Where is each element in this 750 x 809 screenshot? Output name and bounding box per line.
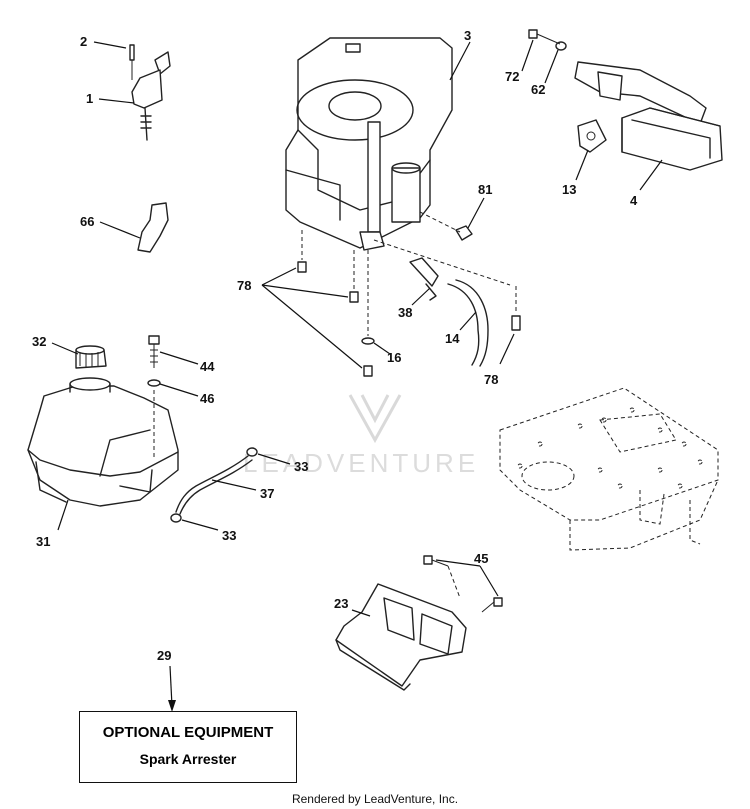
muffler-part — [574, 61, 723, 171]
callout-78a: 78 — [237, 278, 251, 293]
leader-66 — [99, 221, 141, 239]
heat-shield-part — [335, 583, 467, 691]
watermark-text: LEADVENTURE — [243, 448, 479, 478]
optional-equipment-box: OPTIONAL EQUIPMENT Spark Arrester — [79, 711, 297, 783]
washer-62-part — [555, 41, 567, 51]
leader-78a-2 — [261, 284, 349, 298]
tank-screw-part — [148, 335, 160, 460]
leader-4 — [639, 159, 663, 191]
leader-38 — [411, 287, 431, 306]
engine-part — [285, 37, 453, 251]
callout-4: 4 — [630, 193, 638, 208]
leader-45-1 — [435, 559, 481, 567]
leader-29 — [169, 665, 173, 707]
callout-23: 23 — [334, 596, 348, 611]
leader-1 — [98, 98, 135, 104]
callout-14: 14 — [445, 331, 460, 346]
leader-81 — [467, 197, 485, 229]
fuel-line-part — [175, 455, 253, 515]
callout-72: 72 — [505, 69, 519, 84]
leader-16 — [373, 342, 391, 355]
leader-78b — [499, 333, 515, 365]
leader-23 — [351, 609, 371, 617]
gasket-part — [577, 119, 607, 153]
callout-66: 66 — [80, 214, 94, 229]
arrow-29-icon — [168, 700, 176, 712]
watermark-logo — [348, 394, 402, 444]
nut-81-part — [419, 211, 473, 241]
render-credit: Rendered by LeadVenture, Inc. — [291, 792, 459, 806]
shield-screw-part — [423, 555, 503, 613]
callout-1: 1 — [86, 91, 93, 106]
callout-31: 31 — [36, 534, 50, 549]
callout-38: 38 — [398, 305, 412, 320]
leader-33a — [257, 453, 291, 465]
leader-13 — [575, 149, 589, 181]
frame-reference — [499, 387, 719, 551]
leader-78a-3 — [261, 284, 363, 369]
bolt-72-part — [528, 29, 561, 45]
bolt-78-part — [297, 230, 521, 377]
hose-clamp-part — [170, 447, 258, 523]
leader-14 — [459, 311, 477, 331]
fuel-cap-part — [75, 345, 107, 369]
leader-46 — [159, 383, 199, 397]
callout-29: 29 — [157, 648, 171, 663]
callout-44: 44 — [200, 359, 215, 374]
leader-32 — [51, 342, 79, 355]
leader-72 — [521, 39, 534, 72]
callout-16: 16 — [387, 350, 401, 365]
leader-37 — [211, 479, 257, 491]
leader-2 — [93, 41, 127, 49]
washer-16-part — [361, 337, 375, 345]
callout-33a: 33 — [294, 459, 308, 474]
leader-31 — [57, 499, 69, 531]
callout-3: 3 — [464, 28, 471, 43]
callout-33b: 33 — [222, 528, 236, 543]
leader-45-2 — [479, 565, 499, 597]
leader-44 — [159, 351, 199, 365]
callout-45: 45 — [474, 551, 488, 566]
optional-equipment-subtitle: Spark Arrester — [139, 751, 237, 767]
leader-33b — [181, 519, 219, 531]
leader-62 — [544, 49, 559, 84]
fuel-tank-part — [27, 377, 179, 507]
optional-equipment-title: OPTIONAL EQUIPMENT — [102, 724, 274, 741]
callout-62: 62 — [531, 82, 545, 97]
callout-2: 2 — [80, 34, 87, 49]
callout-81: 81 — [478, 182, 492, 197]
leader-78a-1 — [261, 267, 297, 286]
clip-part — [137, 202, 169, 253]
tank-washer-part — [147, 379, 161, 387]
throttle-control-part — [129, 44, 171, 141]
fuel-hose-part — [373, 239, 511, 367]
callout-37: 37 — [260, 486, 274, 501]
leader-3 — [449, 41, 471, 81]
callout-78b: 78 — [484, 372, 498, 387]
callout-32: 32 — [32, 334, 46, 349]
callout-13: 13 — [562, 182, 576, 197]
callout-46: 46 — [200, 391, 214, 406]
